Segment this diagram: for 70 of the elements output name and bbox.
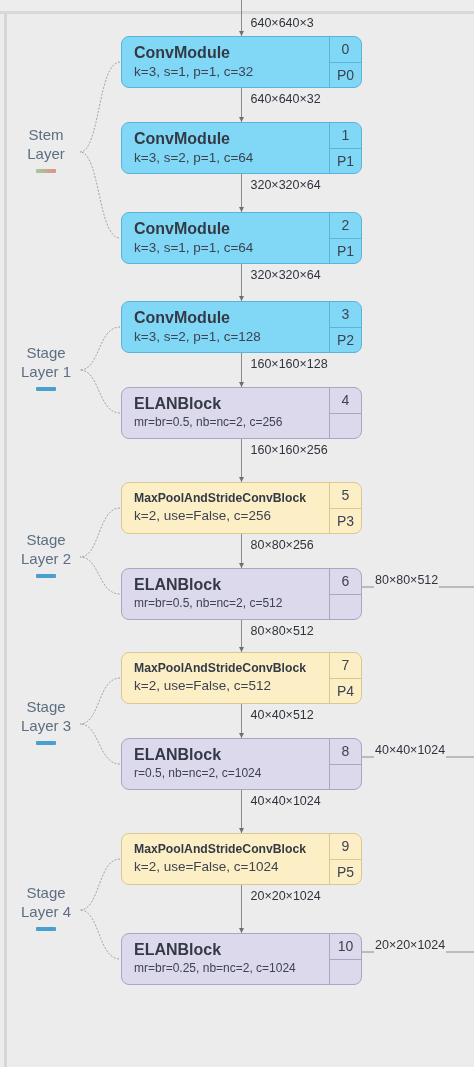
block-params: k=2, use=False, c=1024: [134, 858, 280, 875]
block-title: ConvModule: [134, 129, 231, 149]
arrow: [239, 533, 244, 569]
block-params: k=2, use=False, c=512: [134, 677, 272, 694]
block-params: mr=br=0.5, nb=nc=2, c=512: [134, 595, 284, 612]
module-box: [121, 212, 362, 264]
layer-index: 9: [329, 834, 361, 860]
group-label: Stage Layer 3: [19, 697, 72, 735]
arrow: [239, 703, 244, 739]
edge-label: 80×80×512: [374, 573, 440, 588]
block-params: r=0.5, nb=nc=2, c=1024: [134, 765, 263, 782]
module-box: [121, 652, 362, 704]
block-params: mr=br=0.5, nb=nc=2, c=256: [134, 414, 284, 431]
layer-index: 6: [329, 569, 361, 595]
layer-index: 7: [329, 653, 361, 679]
feature-level: P1: [329, 238, 361, 263]
module-box: [121, 482, 362, 534]
layer-index: 1: [329, 123, 361, 149]
block-params: k=3, s=2, p=1, c=128: [134, 328, 262, 345]
arrow: [239, 263, 244, 302]
block-params: k=2, use=False, c=256: [134, 507, 272, 524]
module-box: [121, 568, 362, 620]
layer-index: 3: [329, 302, 361, 328]
feature-level: P2: [329, 327, 361, 352]
group-label: Stage Layer 4: [19, 883, 72, 921]
block-title: ELANBlock: [134, 575, 223, 595]
group-label: Stage Layer 2: [19, 530, 72, 568]
module-box: [121, 301, 362, 353]
block-params: k=3, s=1, p=1, c=32: [134, 63, 255, 80]
module-box: [121, 122, 362, 174]
block-title: ELANBlock: [134, 940, 223, 960]
layer-index: 8: [329, 739, 361, 765]
feature-level: P1: [329, 148, 361, 173]
block-title: MaxPoolAndStrideConvBlock: [134, 841, 307, 858]
block-title: MaxPoolAndStrideConvBlock: [134, 490, 307, 507]
arrow: [239, 789, 244, 834]
module-box: [121, 36, 362, 88]
arrow: [239, 173, 244, 213]
block-title: ELANBlock: [134, 745, 223, 765]
feature-level: P3: [329, 508, 361, 533]
block-title: ConvModule: [134, 43, 231, 63]
arrow: [239, 884, 244, 934]
block-params: k=3, s=2, p=1, c=64: [134, 149, 255, 166]
block-title: ConvModule: [134, 308, 231, 328]
group-label: Stem Layer: [26, 125, 66, 163]
arrow: [239, 619, 244, 653]
feature-level: P0: [329, 62, 361, 87]
arrow: [239, 438, 244, 483]
module-box: [121, 833, 362, 885]
edge-label: 40×40×1024: [374, 743, 447, 758]
block-params: mr=br=0.25, nb=nc=2, c=1024: [134, 960, 297, 977]
layer-index: 10: [329, 934, 361, 960]
feature-level: P4: [329, 678, 361, 703]
group-label: Stage Layer 1: [19, 343, 72, 381]
arrow: [239, 0, 244, 37]
module-box: [121, 387, 362, 439]
module-box: [121, 933, 362, 985]
layer-index: 2: [329, 213, 361, 239]
block-title: ELANBlock: [134, 394, 223, 414]
arrow: [239, 87, 244, 123]
feature-level: P5: [329, 859, 361, 884]
module-box: [121, 738, 362, 790]
layer-index: 5: [329, 483, 361, 509]
edge-label: 20×20×1024: [374, 938, 447, 953]
block-title: MaxPoolAndStrideConvBlock: [134, 660, 307, 677]
block-title: ConvModule: [134, 219, 231, 239]
layer-index: 4: [329, 388, 361, 414]
block-params: k=3, s=1, p=1, c=64: [134, 239, 255, 256]
layer-index: 0: [329, 37, 361, 63]
arrow: [239, 352, 244, 388]
